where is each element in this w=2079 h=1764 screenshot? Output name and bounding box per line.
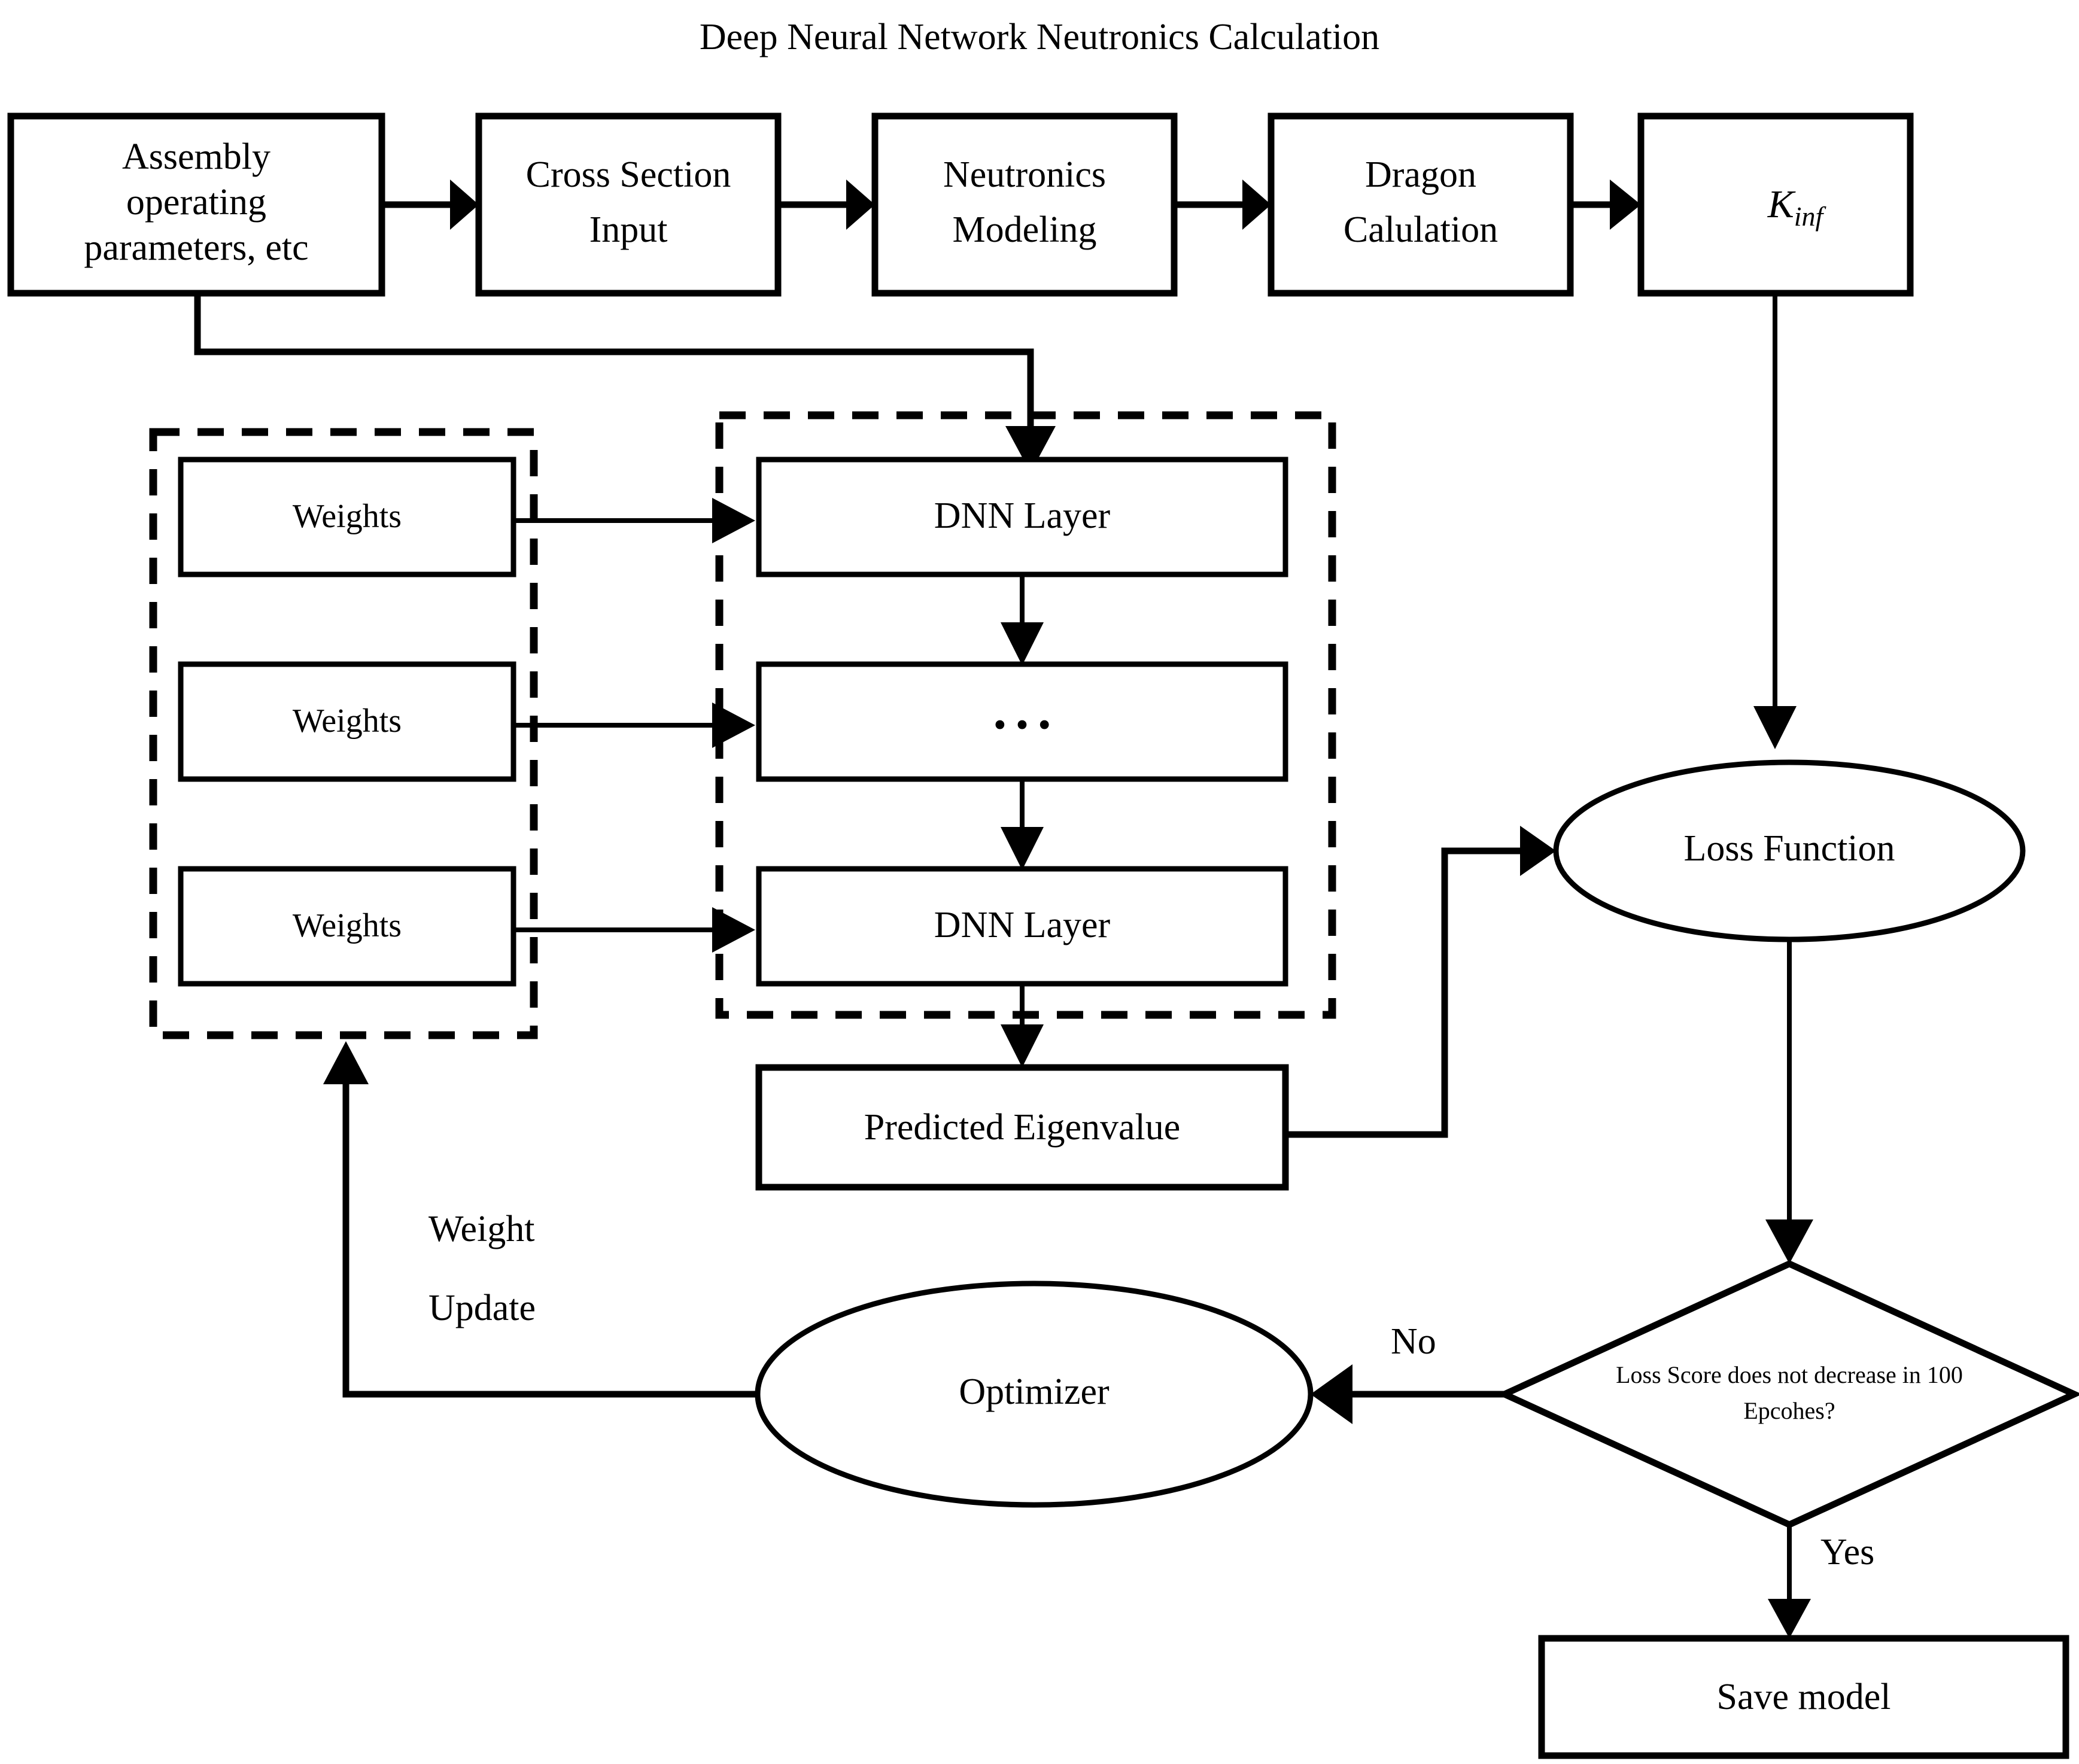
pipeline-row: Assembly operating parameters, etc Cross… [7,112,1914,297]
node-assembly-line-2: operating [126,182,266,223]
node-kinf-base: K [1767,183,1796,226]
node-dragon-calculation[interactable]: Dragon Calulation [1268,112,1574,297]
node-dnn-layer-ellipsis[interactable]: • • • [756,661,1288,782]
node-dnn-layer-1-label: DNN Layer [934,495,1111,536]
arrow-decision-no-to-optimizer [1311,1364,1504,1424]
weights-group: Weights Weights Weights [149,428,538,1039]
decision-label-line-1: Loss Score does not decrease in 100 [1616,1361,1963,1388]
node-weights-2[interactable]: Weights [178,661,516,782]
arrow-kinf-to-loss-function [1753,293,1797,749]
arrow-dnn-2-to-dnn-3 [1001,779,1044,870]
node-cross-section-line-1: Cross Section [526,154,731,195]
decision-no-label: No [1391,1321,1436,1362]
node-assembly-line-1: Assembly [122,136,270,177]
node-dnn-layer-last[interactable]: DNN Layer [756,866,1288,987]
node-kinf[interactable]: Kinf [1637,112,1914,297]
node-save-model-label: Save model [1717,1677,1891,1717]
diagram-title: Deep Neural Network Neutronics Calculati… [700,17,1379,57]
node-neutronics-line-1: Neutronics [943,154,1106,195]
arrow-assembly-to-cross-section [382,180,479,230]
arrow-decision-yes-to-save-model [1768,1525,1811,1638]
arrow-optimizer-to-weights [323,1041,758,1398]
node-loss-function[interactable]: Loss Function [1553,759,2026,942]
node-kinf-label: Kinf [1767,183,1827,231]
arrow-predicted-eigenvalue-to-loss [1285,826,1556,1138]
node-dragon-line-2: Calulation [1344,209,1498,250]
node-loss-function-label: Loss Function [1683,828,1895,869]
node-decision-loss-score[interactable]: Loss Score does not decrease in 100 Epco… [1496,1260,2079,1529]
weight-update-label-line-1: Weight [428,1209,535,1249]
node-dnn-layer-1[interactable]: DNN Layer [756,457,1288,577]
network-group: DNN Layer • • • DNN Layer [715,411,1336,1019]
node-kinf-subscript: inf [1794,201,1827,232]
node-dnn-layer-last-label: DNN Layer [934,905,1111,945]
node-weights-1-label: Weights [293,498,402,535]
decision-yes-label: Yes [1820,1532,1874,1573]
node-assembly[interactable]: Assembly operating parameters, etc [7,112,385,297]
node-weights-3-label: Weights [293,907,402,944]
node-cross-section-input[interactable]: Cross Section Input [475,112,782,297]
arrow-loss-to-decision [1765,939,1813,1264]
node-cross-section-line-2: Input [589,209,668,250]
node-optimizer-label: Optimizer [959,1371,1110,1412]
node-weights-3[interactable]: Weights [178,866,516,987]
node-assembly-line-3: parameters, etc [84,227,308,268]
arrow-neutronics-to-dragon [1174,180,1271,230]
arrow-dnn-to-predicted-eigenvalue [1001,984,1044,1067]
decision-label-line-2: Epcohes? [1743,1397,1835,1424]
dnn-ellipsis-dots: • • • [993,705,1051,746]
node-save-model[interactable]: Save model [1538,1635,2069,1759]
arrow-dragon-to-kinf [1570,180,1641,230]
node-optimizer[interactable]: Optimizer [755,1281,1314,1508]
node-predicted-eigenvalue[interactable]: Predicted Eigenvalue [755,1064,1289,1191]
node-dragon-line-1: Dragon [1365,154,1476,195]
arrow-cross-section-to-neutronics [778,180,875,230]
node-weights-2-label: Weights [293,702,402,740]
node-predicted-eigenvalue-label: Predicted Eigenvalue [864,1107,1181,1148]
node-neutronics-line-2: Modeling [952,209,1096,250]
arrow-assembly-to-dnn-layer-1 [194,293,1056,473]
arrow-dnn-1-to-dnn-2 [1001,574,1044,665]
node-neutronics-modeling[interactable]: Neutronics Modeling [871,112,1178,297]
node-weights-1[interactable]: Weights [178,457,516,577]
weight-update-label-line-2: Update [428,1288,536,1328]
